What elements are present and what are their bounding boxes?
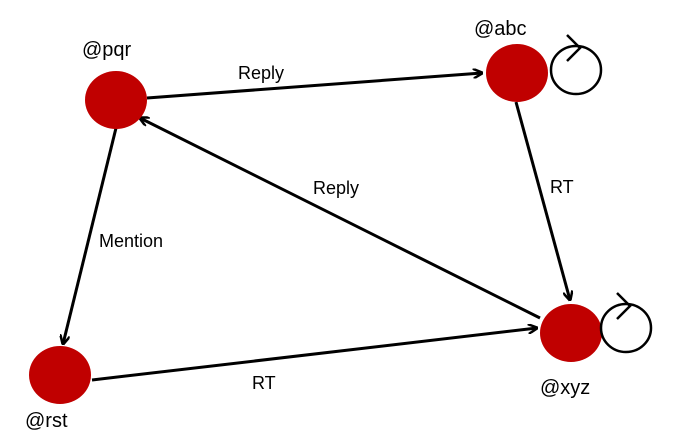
node-xyz [540, 304, 602, 362]
edge-label-pqr-abc: Reply [238, 63, 284, 83]
node-label-pqr: @pqr [82, 39, 132, 61]
edge-label-xyz-pqr: Reply [313, 178, 359, 198]
node-label-xyz: @xyz [540, 377, 590, 399]
edge-rst-xyz [91, 328, 537, 382]
edge-label-abc-xyz: RT [550, 177, 574, 197]
edge-abc-xyz [514, 101, 570, 300]
node-label-abc: @abc [474, 18, 527, 40]
edge-label-pqr-rst: Mention [99, 231, 163, 251]
node-pqr [85, 71, 147, 129]
edge-pqr-abc [146, 73, 482, 100]
node-abc [486, 44, 548, 102]
node-label-rst: @rst [25, 410, 68, 432]
self-loop-icon-abc [549, 34, 603, 96]
node-rst [29, 346, 91, 404]
self-loop-icon-xyz [599, 292, 653, 354]
edge-label-rst-xyz: RT [252, 373, 276, 393]
edge-pqr-rst [63, 127, 118, 344]
edge-xyz-pqr [140, 118, 541, 320]
